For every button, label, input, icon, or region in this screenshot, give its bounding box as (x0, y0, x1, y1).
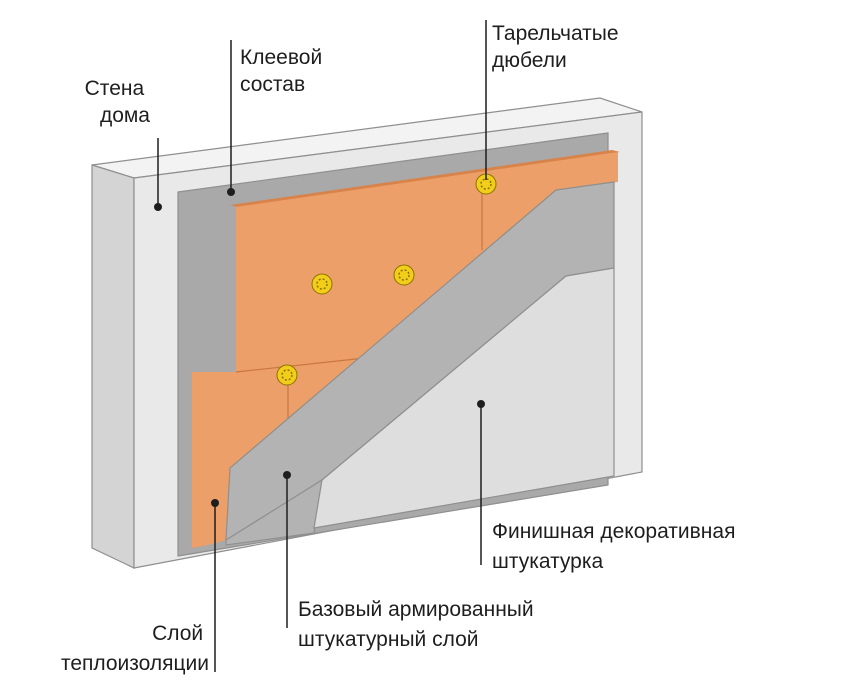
label-wall: Стена дома (85, 77, 151, 127)
insulation-board-top-edge (230, 150, 620, 207)
insulation-board-front (208, 152, 618, 545)
label-adhesive: Клеевой состав (240, 46, 328, 96)
label-base: Базовый армированный штукатурный слой (298, 598, 539, 651)
label-dowels: Тарельчатые дюбели (492, 22, 624, 72)
label-insulation: Слой теплоизоляции (61, 622, 209, 675)
dowel-icon (311, 273, 333, 295)
dowels (276, 173, 497, 386)
dowel-icon (475, 173, 497, 195)
label-finish: Финишная декоративная штукатурка (492, 520, 741, 573)
leader-base (283, 471, 291, 628)
leader-insulation (211, 499, 219, 672)
base-plaster-lower (225, 478, 323, 546)
leader-wall (154, 138, 162, 211)
dowel-icon (393, 264, 415, 286)
leader-finish (477, 400, 485, 565)
finish-plaster-layer (313, 267, 615, 529)
insulation-boards (192, 150, 620, 548)
leader-adhesive (227, 40, 235, 196)
insulation-board-front-lower (192, 372, 236, 548)
insulation-joint-horizontal (235, 357, 366, 373)
wall-side-face (91, 164, 135, 569)
dowel-icon (276, 364, 298, 386)
